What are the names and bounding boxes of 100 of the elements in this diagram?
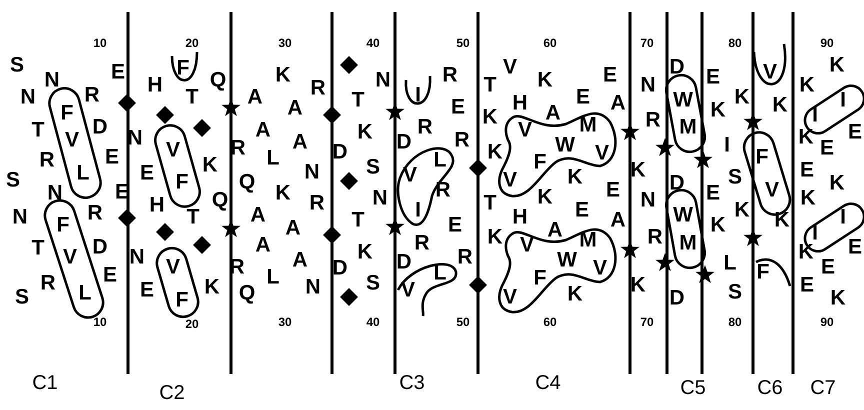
residue-letter: N <box>12 206 28 228</box>
residue-letter: R <box>645 110 661 130</box>
residue-number: 70 <box>640 316 654 328</box>
residue-number: 60 <box>543 316 557 328</box>
residue-number: 20 <box>185 318 199 330</box>
helix-label: C1 <box>32 373 58 393</box>
residue-letter: V <box>595 142 609 164</box>
residue-number: 10 <box>93 316 107 328</box>
residue-letter: A <box>247 86 263 108</box>
residue-letter: T <box>484 74 496 96</box>
residue-letter: E <box>606 180 620 200</box>
residue-letter: Q <box>212 190 228 210</box>
residue-letter: E <box>706 66 720 88</box>
residue-letter: E <box>820 138 834 158</box>
residue-letter: E <box>603 64 617 86</box>
residue-letter: K <box>275 182 291 204</box>
residue-letter: F <box>756 146 768 168</box>
residue-letter: W <box>673 90 693 110</box>
residue-number: 10 <box>93 37 107 49</box>
residue-letter: K <box>357 242 373 262</box>
residue-number: 40 <box>366 316 380 328</box>
residue-letter: V <box>763 62 777 82</box>
residue-letter: E <box>103 264 117 286</box>
residue-number: 40 <box>366 37 380 49</box>
residue-letter: N <box>304 162 320 182</box>
residue-number: 30 <box>278 316 292 328</box>
residue-letter: E <box>140 280 154 300</box>
residue-letter: S <box>366 156 380 178</box>
residue-letter: S <box>6 170 20 190</box>
residue-letter: K <box>799 74 815 96</box>
residue-letter: V <box>593 258 607 278</box>
residue-letter: K <box>482 106 498 128</box>
residue-letter: R <box>310 78 326 98</box>
residue-letter: K <box>487 226 503 248</box>
residue-letter: I <box>415 200 421 220</box>
residue-letter: E <box>105 146 119 168</box>
residue-letter: K <box>798 126 814 148</box>
residue-letter: K <box>800 188 816 208</box>
residue-letter: D <box>92 236 108 258</box>
residue-letter: A <box>292 250 308 270</box>
residue-letter: L <box>266 266 280 288</box>
helix-label: C6 <box>757 378 783 398</box>
residue-letter: M <box>579 230 597 250</box>
residue-letter: D <box>669 172 685 194</box>
residue-letter: D <box>396 132 412 152</box>
residue-letter: A <box>250 204 266 226</box>
residue-letter: S <box>10 54 24 76</box>
residue-letter: S <box>15 286 29 308</box>
residue-letter: R <box>457 246 473 268</box>
residue-letter: D <box>332 142 348 162</box>
residue-letter: T <box>352 210 364 230</box>
residue-letter: E <box>706 182 720 204</box>
residue-letter: H <box>147 74 163 96</box>
residue-letter: M <box>679 116 697 138</box>
residue-letter: S <box>728 166 742 188</box>
residue-letter: K <box>567 166 583 188</box>
residue-letter: T <box>352 90 364 110</box>
residue-letter: R <box>40 272 56 294</box>
residue-letter: F <box>534 152 546 172</box>
residue-letter: R <box>454 130 470 150</box>
residue-letter: E <box>848 122 862 142</box>
residue-letter: A <box>610 210 626 230</box>
residue-number: 50 <box>456 316 470 328</box>
residue-letter: R <box>87 202 103 224</box>
residue-number: 60 <box>543 37 557 49</box>
residue-letter: W <box>557 250 577 270</box>
residue-letter: H <box>512 92 528 114</box>
residue-letter: T <box>32 238 44 258</box>
residue-letter: A <box>285 218 301 238</box>
residue-letter: E <box>575 200 589 220</box>
residue-letter: S <box>366 272 380 294</box>
residue-letter: V <box>503 56 517 78</box>
residue-letter: R <box>414 232 430 254</box>
residue-letter: A <box>255 234 271 256</box>
residue-letter: I <box>724 134 730 156</box>
residue-number: 80 <box>728 316 742 328</box>
residue-letter: A <box>255 120 271 140</box>
residue-letter: K <box>537 70 553 90</box>
residue-letter: L <box>76 162 90 184</box>
helix-label: C5 <box>680 378 706 398</box>
residue-number: 20 <box>185 37 199 49</box>
residue-letter: K <box>829 54 845 76</box>
residue-letter: K <box>202 154 218 176</box>
residue-letter: K <box>630 274 646 296</box>
residue-letter: N <box>47 182 63 204</box>
residue-number: 30 <box>278 37 292 49</box>
residue-letter: H <box>512 206 528 228</box>
residue-letter: R <box>442 64 458 86</box>
helix-label: C7 <box>810 378 836 398</box>
residue-letter: Q <box>238 282 256 304</box>
residue-letter: R <box>417 116 433 138</box>
residue-letter: E <box>111 62 125 82</box>
residue-letter: W <box>673 204 693 226</box>
residue-letter: M <box>679 232 697 254</box>
residue-letter: E <box>576 86 590 108</box>
residue-letter: Q <box>238 172 256 192</box>
residue-letter: N <box>20 86 36 108</box>
residue-letter: R <box>309 192 325 214</box>
residue-letter: F <box>534 268 546 288</box>
residue-letter: H <box>149 194 165 216</box>
